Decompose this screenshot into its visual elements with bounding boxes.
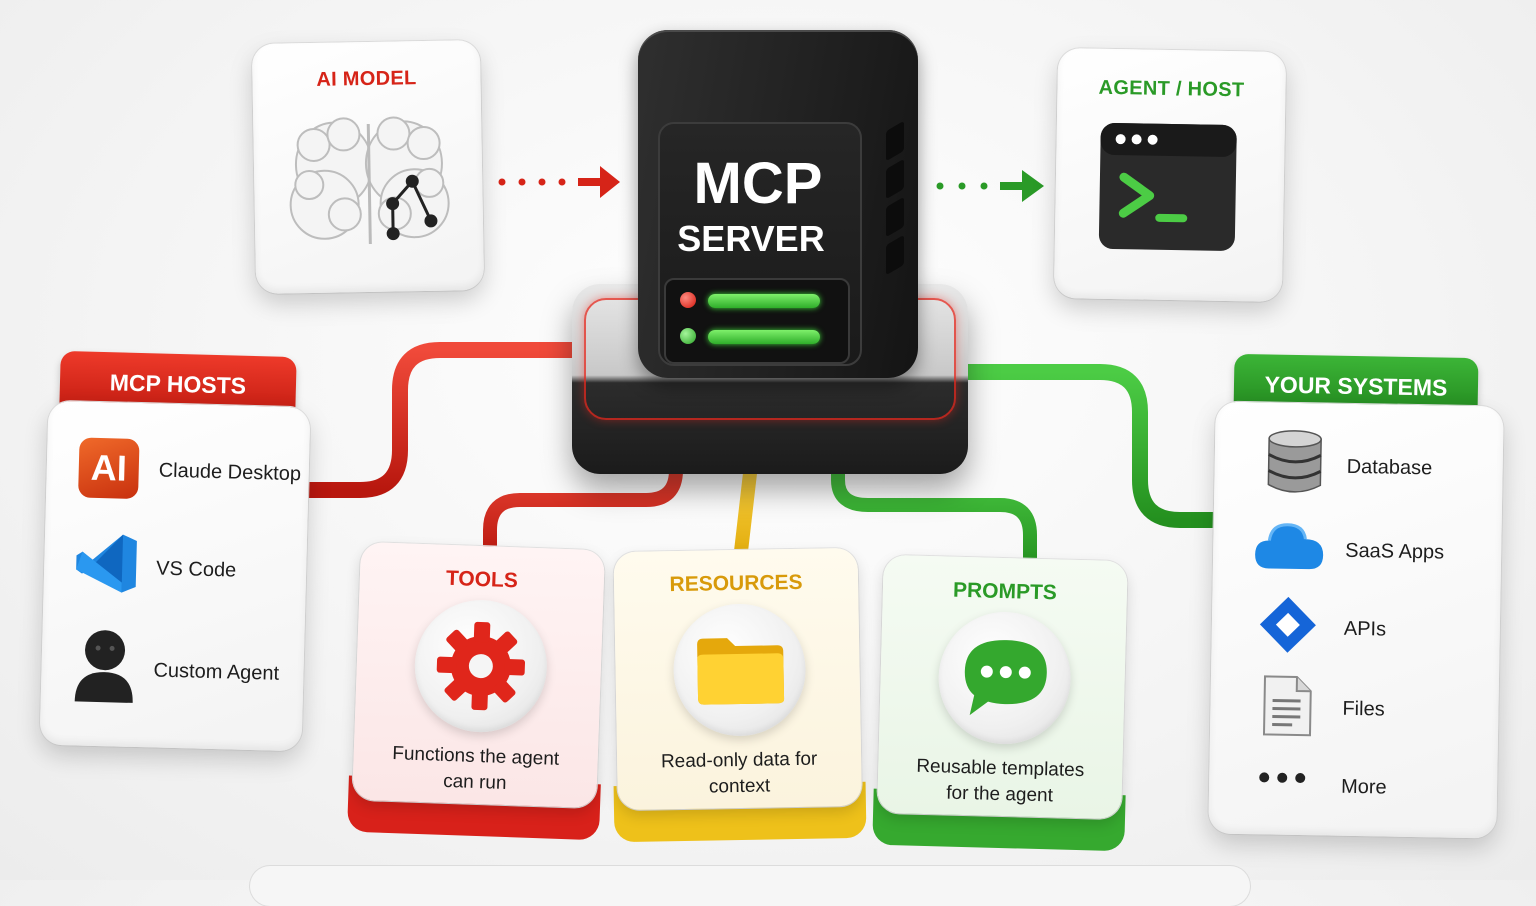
brain-icon — [283, 103, 456, 256]
mcp-hosts-panel: AI Claude Desktop VS Code Custom Agent — [40, 401, 311, 752]
list-item[interactable]: Database — [1214, 424, 1503, 509]
prompts-card[interactable]: PROMPTS Reusable templates for the agent — [876, 555, 1128, 851]
system-label: Database — [1346, 456, 1432, 480]
arrow-server-to-host — [937, 170, 1045, 202]
vscode-icon — [73, 529, 141, 597]
prompts-description: Reusable templates for the agent — [887, 753, 1112, 811]
red-status-led — [680, 292, 696, 308]
server-title-mcp: MCP — [638, 150, 878, 217]
list-item[interactable]: VS Code — [43, 525, 307, 612]
host-label: Claude Desktop — [158, 460, 301, 487]
folder-icon — [695, 633, 786, 707]
host-label: VS Code — [156, 558, 237, 583]
cloud-icon — [1253, 518, 1326, 571]
system-label: APIs — [1344, 618, 1387, 642]
tools-description: Functions the agent can run — [362, 740, 588, 800]
ai-model-card: AI MODEL — [252, 40, 484, 294]
claude-ai-icon: AI — [78, 437, 140, 499]
agent-host-title: AGENT / HOST — [1057, 76, 1285, 103]
list-item[interactable]: More — [1208, 749, 1497, 834]
bottom-strip — [250, 866, 1250, 906]
gear-icon — [431, 616, 530, 715]
file-icon — [1262, 674, 1313, 737]
mcp-server: MCP SERVER — [638, 30, 918, 378]
list-item[interactable]: APIs — [1211, 593, 1500, 678]
list-item[interactable]: Custom Agent — [41, 625, 305, 712]
status-panel — [664, 278, 850, 364]
resources-title: RESOURCES — [614, 570, 858, 598]
system-label: More — [1341, 776, 1387, 800]
user-icon — [71, 625, 139, 707]
green-status-led — [680, 328, 696, 344]
resources-description: Read-only data for context — [627, 746, 852, 802]
list-item[interactable]: Files — [1210, 673, 1499, 758]
chat-bubble-icon — [960, 635, 1052, 721]
system-label: Files — [1342, 698, 1385, 722]
more-dots-icon — [1257, 770, 1307, 785]
arrow-model-to-server — [499, 166, 621, 198]
resources-card[interactable]: RESOURCES Read-only data for context — [613, 548, 862, 842]
prompts-title: PROMPTS — [883, 577, 1128, 607]
api-diamond-icon — [1257, 594, 1318, 655]
server-title-server: SERVER — [638, 218, 864, 260]
wire-prompts — [838, 460, 1030, 570]
your-systems-panel: Database SaaS Apps APIs Files More — [1208, 402, 1503, 839]
wire-systems — [962, 372, 1222, 520]
wire-hosts — [300, 350, 590, 490]
list-item[interactable]: SaaS Apps — [1213, 510, 1502, 595]
tools-card[interactable]: TOOLS Functions the agent can run — [351, 542, 605, 840]
host-label: Custom Agent — [153, 659, 279, 685]
terminal-icon — [1097, 121, 1239, 253]
database-icon — [1266, 428, 1323, 497]
tools-title: TOOLS — [360, 564, 605, 597]
ai-model-title: AI MODEL — [252, 66, 480, 93]
system-label: SaaS Apps — [1345, 540, 1444, 565]
agent-host-card: AGENT / HOST — [1054, 48, 1286, 302]
list-item[interactable]: AI Claude Desktop — [46, 429, 310, 516]
